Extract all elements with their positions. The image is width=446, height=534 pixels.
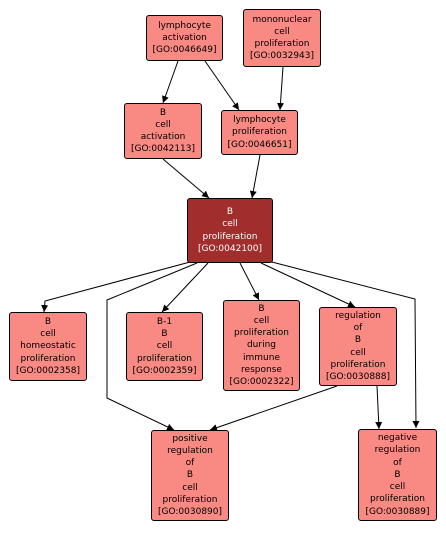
node-regulation-of-b-cell-proliferation[interactable]: regulation of B cell proliferation [GO:0…: [319, 307, 397, 386]
node-lymphocyte-activation[interactable]: lymphocyte activation [GO:0046649]: [146, 15, 223, 61]
node-label-line: regulation: [167, 445, 213, 456]
node-label-line: cell: [253, 315, 270, 326]
node-label-line: proliferation: [202, 231, 258, 242]
node-label-line: of: [353, 323, 363, 334]
node-label-line: B-1: [156, 316, 173, 327]
node-label-line: B: [159, 107, 167, 118]
node-label-line: [GO:0030889]: [365, 506, 430, 517]
node-label-line: B: [186, 470, 194, 481]
node-label-line: immune: [243, 352, 280, 363]
node-label-line: lymphocyte: [233, 115, 286, 126]
edge-mononuclear-to-lymphocyte-proliferation: [276, 66, 284, 111]
node-label-line: proliferation: [370, 494, 425, 505]
node-label-line: B: [44, 316, 52, 327]
node-label-line: negative: [377, 433, 418, 444]
node-label-line: homeostatic: [20, 341, 76, 352]
node-label-line: B: [161, 329, 168, 340]
node-label-line: positive: [172, 433, 208, 444]
edge-lymphocyte-activation-to-lymphocyte-proliferation: [204, 60, 240, 111]
node-label-line: B: [394, 469, 401, 480]
node-label-line: of: [393, 457, 402, 468]
node-label-line: regulation: [335, 310, 381, 321]
edge-regulation-to-positive-regulation: [209, 385, 338, 432]
node-label-line: cell: [389, 482, 406, 493]
node-label-line: cell: [40, 329, 56, 340]
edge-b-cell-proliferation-to-positive-regulation: [106, 262, 198, 431]
node-label-line: [GO:0030888]: [325, 371, 391, 382]
node-b-cell-proliferation-during-immune-response[interactable]: B cell proliferation during immune respo…: [223, 300, 300, 391]
node-b1-b-cell-proliferation[interactable]: B-1 B cell proliferation [GO:0002359]: [126, 312, 203, 381]
node-b-cell-homeostatic-proliferation[interactable]: B cell homeostatic proliferation [GO:000…: [9, 312, 87, 381]
node-label-line: proliferation: [20, 353, 76, 364]
node-label-line: cell: [182, 482, 198, 493]
node-label-line: [GO:0030890]: [157, 507, 223, 517]
node-label-line: of: [185, 458, 195, 469]
node-label-line: activation: [162, 32, 207, 43]
edge-b-cell-proliferation-to-b1: [161, 262, 209, 313]
node-label-line: activation: [140, 132, 186, 142]
node-lymphocyte-proliferation[interactable]: lymphocyte proliferation [GO:0046651]: [221, 110, 298, 155]
node-label-line: cell: [222, 219, 238, 230]
edge-b-cell-proliferation-to-regulation: [260, 262, 356, 308]
node-label-line: cell: [155, 119, 171, 130]
node-label-line: [GO:0046651]: [227, 139, 292, 150]
edge-b-cell-proliferation-to-homeostatic: [41, 261, 191, 313]
node-label-line: cell: [350, 347, 366, 358]
node-b-cell-proliferation[interactable]: B cell proliferation [GO:0042100]: [187, 198, 273, 263]
node-label-line: [GO:0002322]: [229, 377, 294, 387]
edge-b-cell-proliferation-to-immune-response: [239, 262, 260, 301]
node-label-line: [GO:0002358]: [15, 365, 81, 376]
node-negative-regulation-of-b-cell-proliferation[interactable]: negative regulation of B cell proliferat…: [358, 429, 437, 521]
node-label-line: B: [258, 303, 265, 314]
node-label-line: [GO:0002359]: [132, 365, 197, 376]
node-label-line: [GO:0042100]: [197, 243, 263, 254]
edge-lymphocyte-activation-to-b-cell-activation: [162, 60, 179, 104]
node-label-line: proliferation: [254, 39, 310, 49]
node-positive-regulation-of-b-cell-proliferation[interactable]: positive regulation of B cell proliferat…: [151, 430, 229, 521]
node-b-cell-activation[interactable]: B cell activation [GO:0042113]: [124, 103, 202, 159]
node-label-line: mononuclear: [252, 14, 312, 25]
node-label-line: [GO:0032943]: [249, 51, 315, 62]
node-label-line: B: [226, 207, 234, 218]
node-label-line: regulation: [374, 445, 421, 456]
node-label-line: lymphocyte: [158, 20, 211, 31]
node-label-line: cell: [274, 26, 290, 37]
node-label-line: proliferation: [232, 127, 287, 138]
node-label-line: during: [246, 340, 277, 351]
node-label-line: [GO:0042113]: [130, 144, 196, 155]
node-label-line: proliferation: [234, 328, 289, 339]
node-mononuclear-cell-proliferation[interactable]: mononuclear cell proliferation [GO:00329…: [243, 9, 321, 67]
edge-b-cell-proliferation-to-negative-regulation: [267, 260, 420, 429]
node-label-line: proliferation: [330, 359, 386, 370]
edge-lymphocyte-proliferation-to-b-cell-proliferation: [249, 154, 261, 199]
node-label-line: proliferation: [162, 494, 218, 505]
node-label-line: [GO:0046649]: [152, 45, 217, 56]
node-label-line: B: [354, 335, 362, 346]
node-label-line: response: [241, 364, 282, 375]
edge-b-cell-activation-to-b-cell-proliferation: [162, 158, 210, 199]
node-label-line: proliferation: [137, 353, 192, 364]
node-label-line: cell: [156, 341, 173, 352]
edge-regulation-to-negative-regulation: [375, 385, 383, 430]
